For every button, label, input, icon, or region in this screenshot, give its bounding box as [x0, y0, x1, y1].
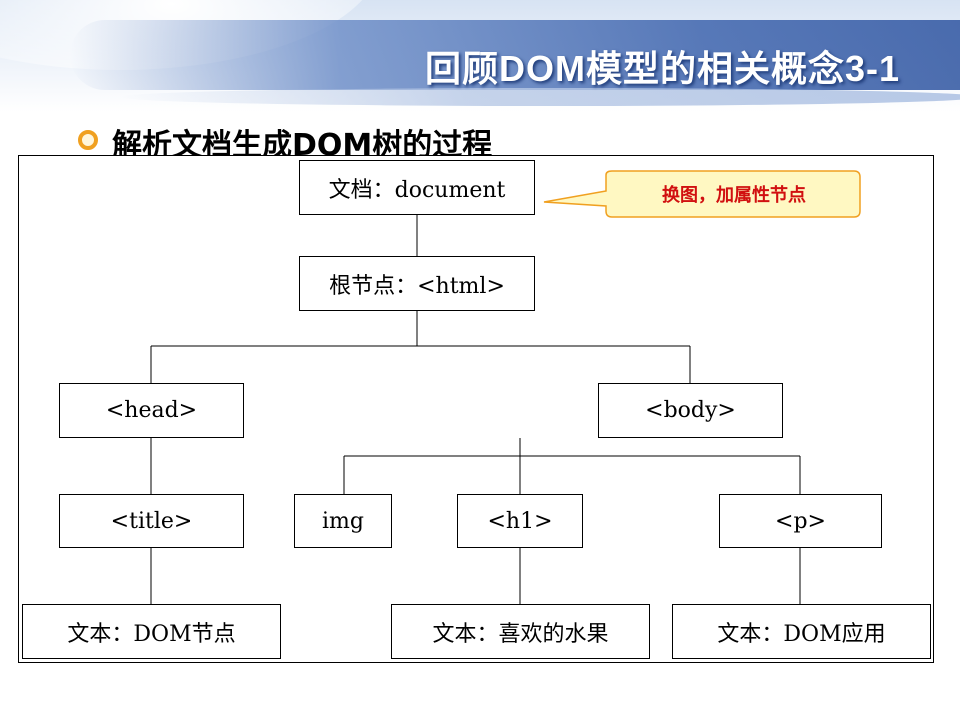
node-text-p: 文本：DOM应用: [672, 604, 931, 659]
callout-bubble: [543, 170, 861, 218]
slide-header: 回顾DOM模型的相关概念3-1: [0, 0, 960, 112]
callout-note: 换图，加属性节点: [662, 185, 806, 206]
node-body: <body>: [598, 383, 783, 438]
header-underline: [120, 88, 960, 106]
bullet-ring-icon: [78, 130, 98, 150]
node-p: <p>: [719, 494, 882, 548]
node-document: 文档：document: [299, 160, 535, 215]
node-img: img: [294, 494, 392, 548]
header-swoosh: [70, 20, 960, 90]
node-html-root: 根节点：<html>: [299, 256, 535, 311]
node-title: <title>: [59, 494, 244, 548]
node-head: <head>: [59, 383, 244, 438]
node-text-title: 文本：DOM节点: [22, 604, 281, 659]
node-h1: <h1>: [457, 494, 583, 548]
node-text-h1: 文本：喜欢的水果: [391, 604, 650, 659]
slide-title: 回顾DOM模型的相关概念3-1: [424, 48, 900, 89]
